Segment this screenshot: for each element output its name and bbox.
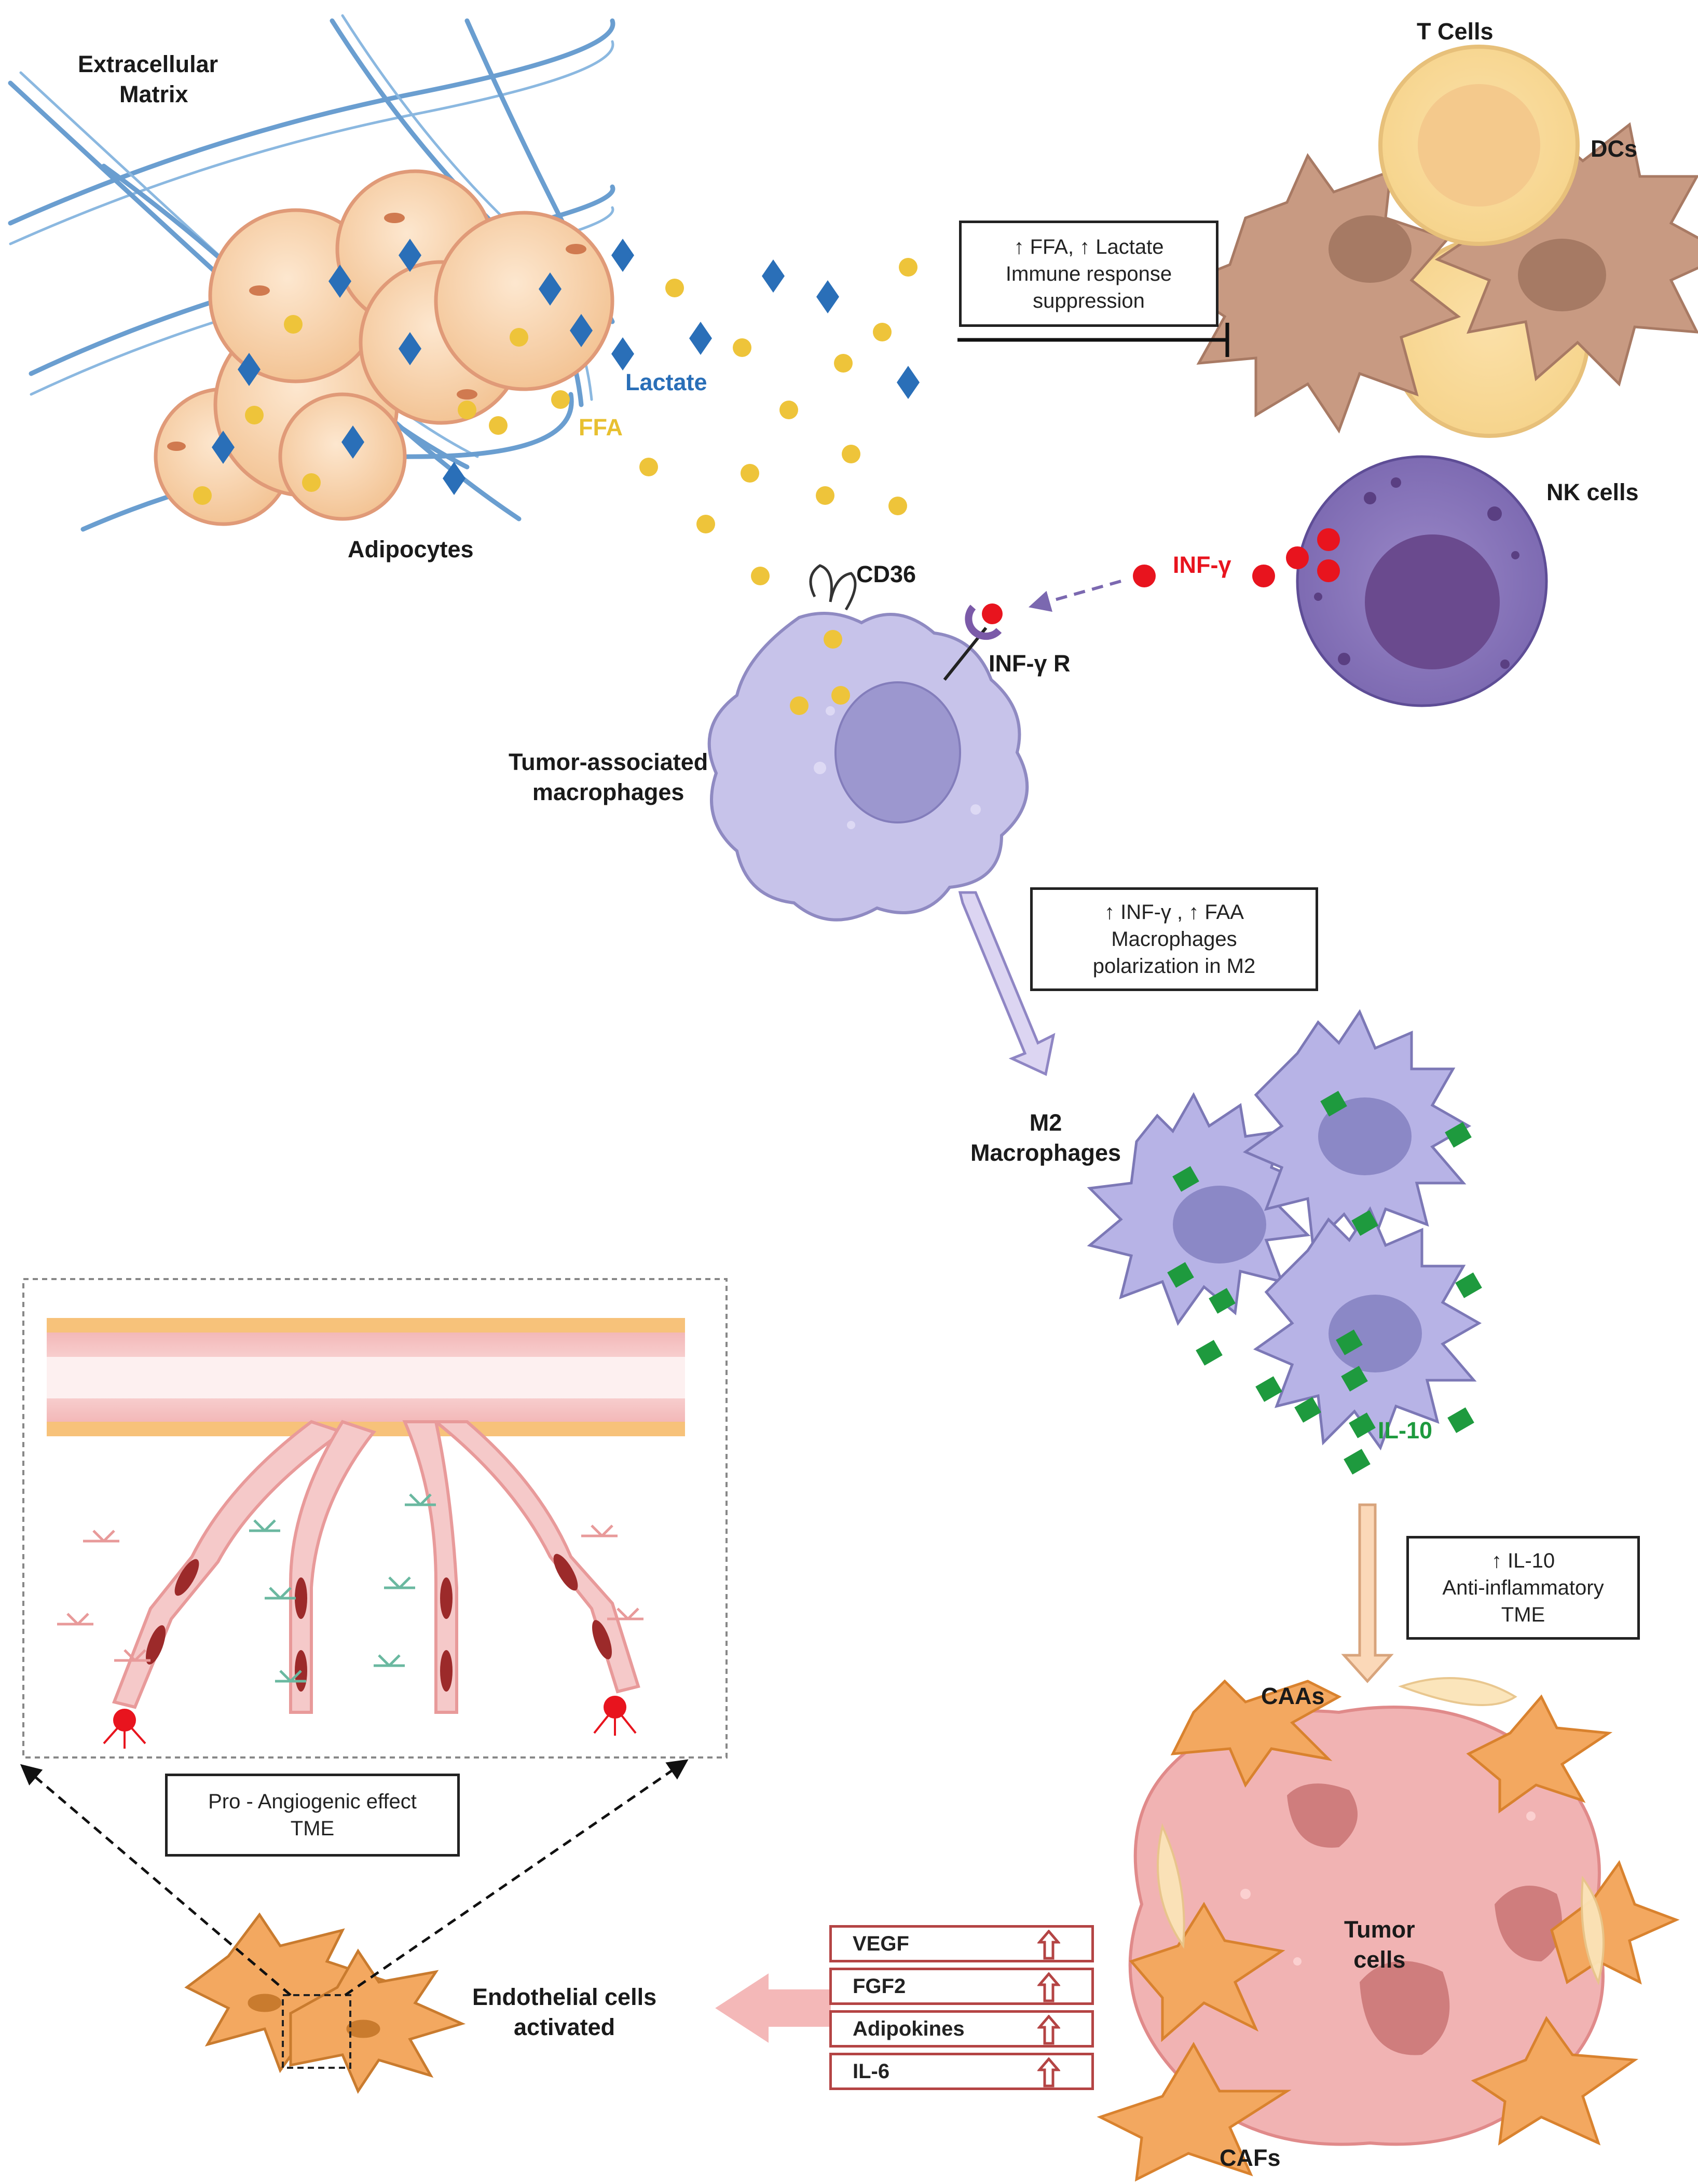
box-anti-inflammatory: ↑ IL-10 Anti-inflammatory TME xyxy=(1406,1536,1640,1640)
label-caas: CAAs xyxy=(1261,1683,1325,1709)
inf-gamma-arrow xyxy=(1028,580,1121,612)
il10-molecules xyxy=(1167,1091,1482,1475)
label-extracellular-matrix: Extracellular Matrix xyxy=(78,51,218,107)
label-inf-gamma-r: INF-γ R xyxy=(989,650,1071,677)
ffa-molecules xyxy=(193,258,918,585)
tumor-associated-macrophage xyxy=(707,564,1029,922)
endothelial-zoom-box xyxy=(282,1994,351,2069)
adipocytes-cluster xyxy=(154,169,614,526)
tumor-cell-cluster xyxy=(1097,1677,1680,2182)
label-endothelial-cells: Endothelial cells activated xyxy=(472,1984,657,2040)
label-t-cells: T Cells xyxy=(1417,18,1494,45)
box-immune-suppression: ↑ FFA, ↑ Lactate Immune response suppres… xyxy=(959,221,1218,327)
label-nk-cells: NK cells xyxy=(1546,479,1639,505)
label-ffa: FFA xyxy=(579,414,623,441)
anti-inflammatory-arrow xyxy=(1341,1503,1394,1683)
label-dcs: DCs xyxy=(1591,135,1638,162)
label-tumor-associated-macrophages: Tumor-associated macrophages xyxy=(509,749,708,805)
zoom-arrow-left xyxy=(20,1764,292,1996)
lactate-molecules xyxy=(212,239,920,495)
up-arrow-icon xyxy=(1037,1930,1060,1960)
factor-vegf: VEGF xyxy=(829,1925,1094,1962)
factor-il6: IL-6 xyxy=(829,2053,1094,2090)
up-arrow-icon xyxy=(1037,2057,1060,2087)
blood-vessel xyxy=(47,1318,685,1749)
inf-gamma-molecules xyxy=(1133,528,1340,587)
label-cafs: CAFs xyxy=(1220,2145,1281,2171)
label-m2-macrophages: M2 Macrophages xyxy=(970,1109,1121,1166)
box-pro-angiogenic: Pro - Angiogenic effect TME xyxy=(165,1774,460,1857)
nk-cell xyxy=(1296,455,1548,707)
t-cells-and-dcs xyxy=(1175,45,1698,438)
label-inf-gamma: INF-γ xyxy=(1173,552,1231,578)
m2-macrophages xyxy=(1087,1009,1482,1451)
up-arrow-icon xyxy=(1037,1972,1060,2002)
polarization-arrow xyxy=(958,891,1056,1076)
up-arrow-icon xyxy=(1037,2015,1060,2045)
label-adipocytes: Adipocytes xyxy=(348,536,474,562)
secretion-arrow xyxy=(715,1973,831,2043)
box-polarization: ↑ INF-γ , ↑ FAA Macrophages polarization… xyxy=(1030,887,1318,991)
label-lactate: Lactate xyxy=(625,369,707,395)
immune-suppression-inhibitor xyxy=(957,323,1229,357)
zoom-arrow-right xyxy=(344,1759,689,1997)
factor-fgf2: FGF2 xyxy=(829,1968,1094,2005)
factor-adipokines: Adipokines xyxy=(829,2010,1094,2048)
label-cd36: CD36 xyxy=(856,561,916,587)
label-tumor-cells: Tumor cells xyxy=(1344,1916,1415,1973)
label-il10: IL-10 xyxy=(1378,1417,1433,1444)
